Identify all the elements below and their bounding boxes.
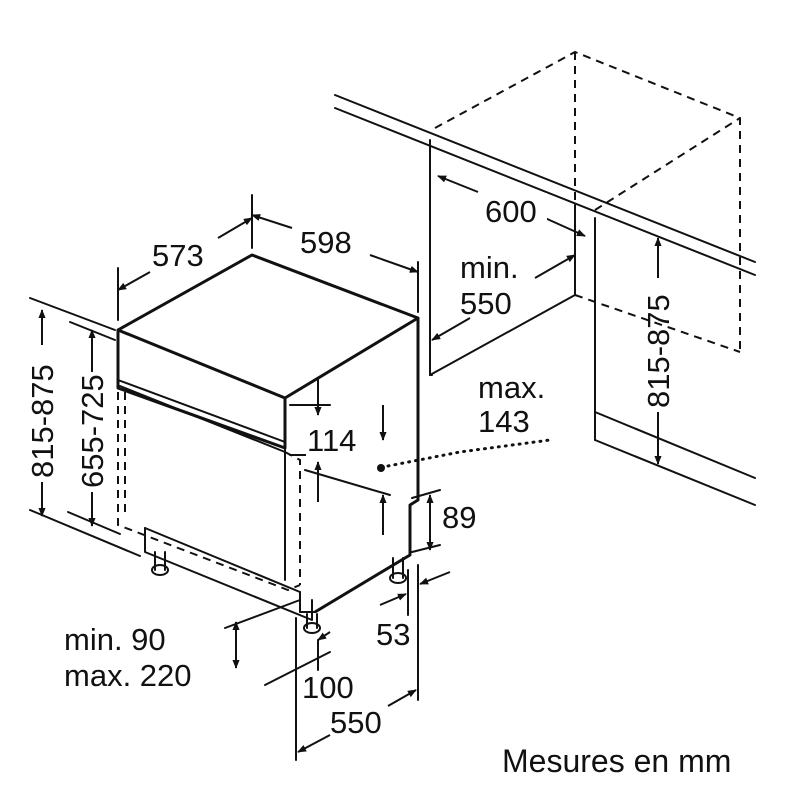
label-plinth-max: max. 220	[64, 658, 192, 693]
label-niche-width: 600	[485, 194, 537, 229]
label-plinth-min: min. 90	[64, 622, 166, 657]
label-niche-depth-value: 550	[460, 286, 512, 321]
label-width-front: 598	[300, 225, 352, 260]
label-niche-height: 815-875	[641, 294, 676, 408]
dimension-lines	[29, 175, 662, 761]
units-caption: Mesures en mm	[502, 743, 731, 779]
label-max-value: 143	[478, 404, 530, 439]
dimension-labels: 573 598 600 min. 550 815-875 815-875 655…	[25, 193, 731, 779]
label-height-total: 815-875	[25, 364, 60, 478]
label-niche-depth-prefix: min.	[460, 250, 519, 285]
label-panel-114: 114	[307, 423, 356, 458]
dishwasher-body	[116, 253, 420, 634]
label-foot-53: 53	[376, 617, 410, 652]
installation-niche	[334, 50, 756, 506]
label-foot-89: 89	[442, 500, 476, 535]
label-max-prefix: max.	[478, 370, 545, 405]
label-height-body: 655-725	[75, 374, 110, 488]
label-depth-100: 100	[302, 670, 354, 705]
label-depth-550: 550	[330, 705, 382, 740]
label-width-depth: 573	[152, 238, 204, 273]
